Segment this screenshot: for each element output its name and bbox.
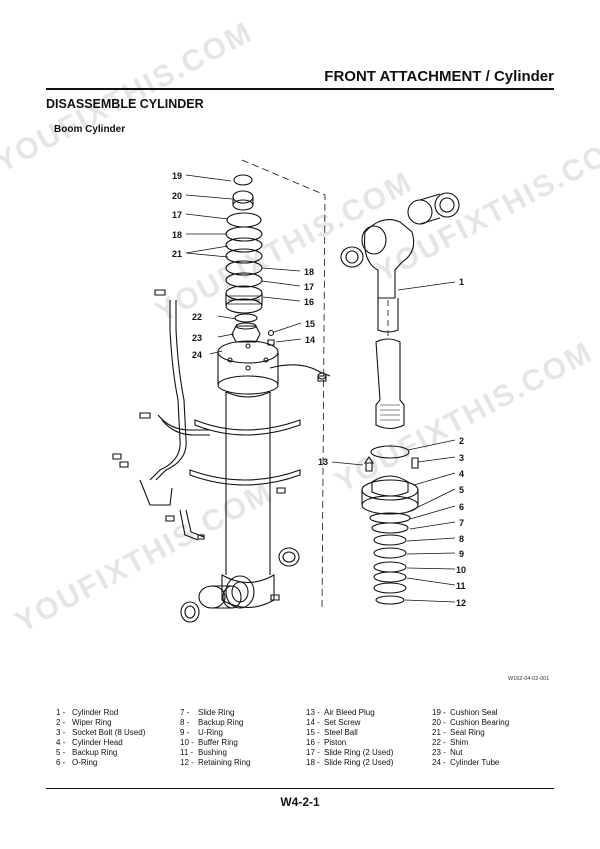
callout-9: 9 [459, 549, 464, 559]
callout-24: 24 [192, 350, 202, 360]
exploded-diagram: 19 20 17 18 21 18 17 16 22 15 23 14 24 1… [112, 159, 466, 623]
bushing [198, 585, 226, 609]
callout-19: 19 [172, 171, 182, 181]
callout-18: 18 [304, 267, 314, 277]
ring-21b [225, 248, 263, 264]
legend-item: 2 -Wiper Ring [56, 718, 112, 727]
piston [225, 285, 263, 301]
legend-item: 17 -Slide Ring (2 Used) [306, 748, 394, 757]
ring-18 [225, 226, 263, 242]
callout-17: 17 [172, 210, 182, 220]
parts-legend: 1 -Cylinder Rod 2 -Wiper Ring 3 -Socket … [56, 708, 556, 772]
cylinder-rod [377, 298, 399, 333]
callout-12: 12 [456, 598, 466, 608]
callout-14: 14 [305, 335, 315, 345]
legend-item: 13 -Air Bleed Plug [306, 708, 375, 717]
steel-ball [267, 329, 275, 337]
callout-1: 1 [459, 277, 464, 287]
callout-3: 3 [459, 453, 464, 463]
callout-17: 17 [304, 282, 314, 292]
legend-item: 4 -Cylinder Head [56, 738, 123, 747]
legend-item: 9 -U-Ring [180, 728, 223, 737]
legend-item: 20 -Cushion Bearing [432, 718, 510, 727]
air-bleed-plug [363, 456, 375, 464]
legend-item: 23 -Nut [432, 748, 463, 757]
legend-item: 1 -Cylinder Rod [56, 708, 119, 717]
page-title: FRONT ATTACHMENT / Cylinder [324, 68, 554, 85]
callout-5: 5 [459, 485, 464, 495]
ring-17 [226, 212, 262, 228]
rod-seal [340, 246, 364, 268]
pipe [149, 300, 181, 481]
rod-eye [363, 219, 415, 299]
legend-item: 15 -Steel Ball [306, 728, 358, 737]
footer-rule [46, 788, 554, 789]
shim [234, 313, 258, 323]
legend-item: 11 -Bushing [180, 748, 227, 757]
legend-item: 10 -Buffer Ring [180, 738, 238, 747]
section-title: DISASSEMBLE CYLINDER [46, 97, 204, 111]
subsection-title: Boom Cylinder [54, 124, 126, 135]
rod-bushing [407, 199, 433, 225]
legend-item: 21 -Seal Ring [432, 728, 485, 737]
callout-15: 15 [305, 319, 315, 329]
legend-item: 18 -Slide Ring (2 Used) [306, 758, 394, 767]
callout-23: 23 [192, 333, 202, 343]
clamp [194, 419, 301, 436]
callout-2: 2 [459, 436, 464, 446]
legend-item: 14 -Set Screw [306, 718, 361, 727]
callout-21: 21 [172, 249, 182, 259]
cylinder-head [361, 479, 419, 501]
callout-8: 8 [459, 534, 464, 544]
callout-22: 22 [192, 312, 202, 322]
nut [231, 325, 261, 343]
ring-21a [225, 237, 263, 253]
callout-6: 6 [459, 502, 464, 512]
pipe [155, 300, 187, 481]
page-number: W4-2-1 [280, 795, 320, 809]
callout-16: 16 [304, 297, 314, 307]
legend-item: 7 -Slide Ring [180, 708, 235, 717]
callout-7: 7 [459, 518, 464, 528]
legend-item: 19 -Cushion Seal [432, 708, 498, 717]
cushion-seal [233, 174, 253, 186]
callout-11: 11 [456, 581, 466, 591]
wiper-ring [370, 445, 410, 459]
callout-18: 18 [172, 230, 182, 240]
callout-13: 13 [318, 457, 328, 467]
axis-line [241, 159, 326, 611]
figure-code: W162-04-02-001 [508, 676, 550, 682]
legend-item: 8 -Backup Ring [180, 718, 244, 727]
socket-bolt [411, 457, 419, 469]
page-header: FRONT ATTACHMENT / Cylinder [46, 66, 554, 90]
legend-item: 5 -Backup Ring [56, 748, 118, 757]
legend-item: 12 -Retaining Ring [180, 758, 251, 767]
callout-4: 4 [459, 469, 464, 479]
callout-10: 10 [456, 565, 466, 575]
legend-item: 3 -Socket Bolt (8 Used) [56, 728, 146, 737]
legend-item: 6 -O-Ring [56, 758, 98, 767]
legend-item: 16 -Piston [306, 738, 347, 747]
legend-item: 24 -Cylinder Tube [432, 758, 500, 767]
callout-20: 20 [172, 191, 182, 201]
legend-item: 22 -Shim [432, 738, 469, 747]
clamp [189, 469, 301, 486]
